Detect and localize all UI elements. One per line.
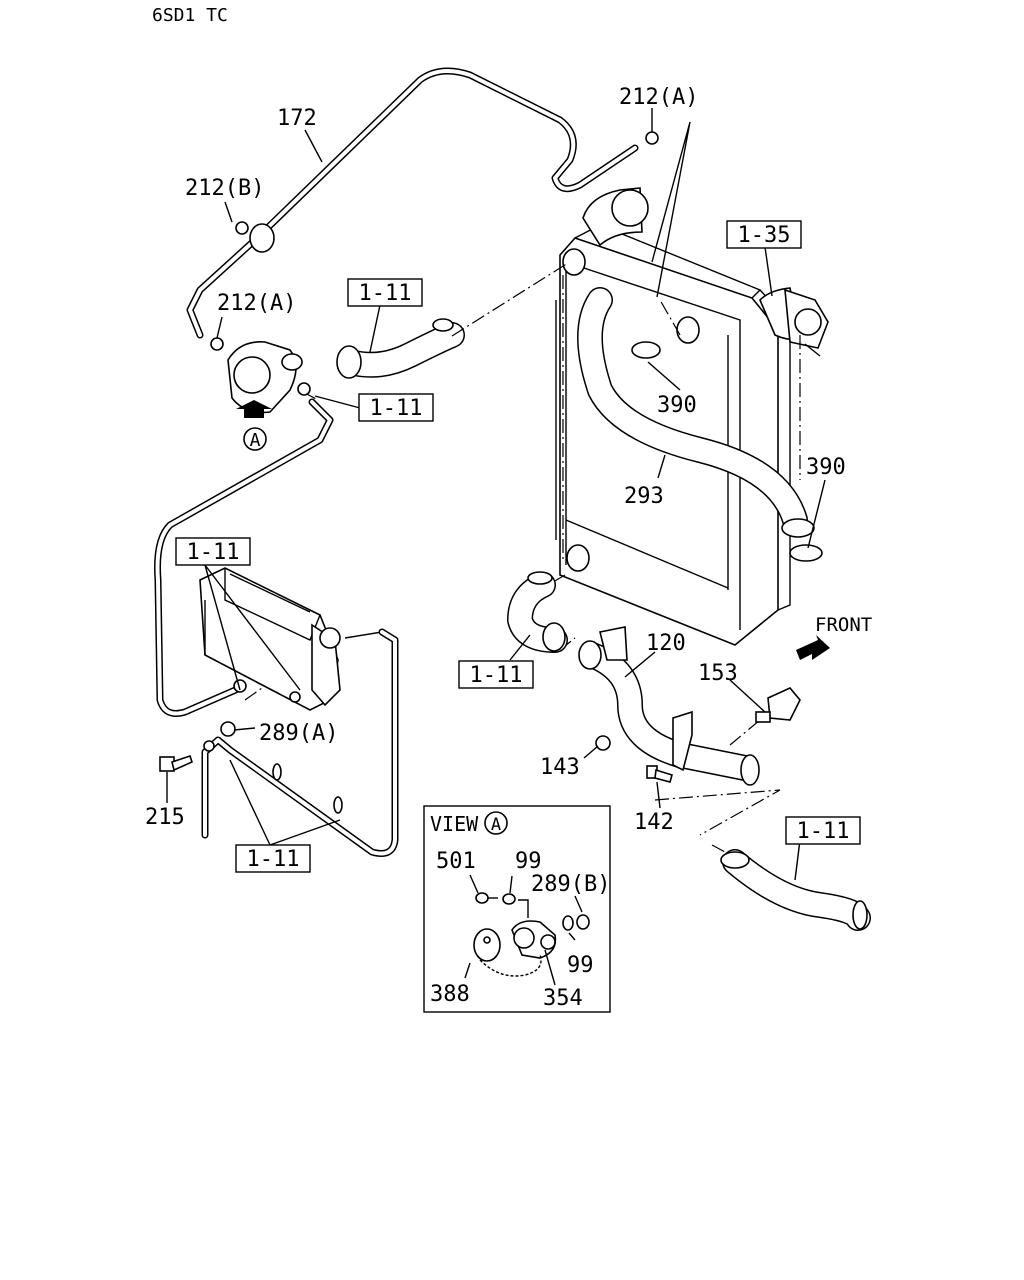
view-direction-arrow — [236, 400, 272, 418]
ref-box-1-35 — [726, 220, 802, 249]
callout-390-a: 390 — [657, 393, 697, 418]
callout-354: 354 — [543, 986, 583, 1011]
callout-1-11-f: 1-11 — [797, 819, 850, 844]
callout-212b: 212(B) — [185, 176, 264, 201]
ref-box-1-11-e — [235, 844, 311, 873]
callout-1-11-e: 1-11 — [247, 847, 300, 872]
bolt-142 — [646, 765, 673, 783]
callout-1-11-a: 1-11 — [359, 281, 412, 306]
cap-388-icon — [473, 928, 501, 962]
view-a-frame — [423, 805, 611, 1013]
nut-289a — [220, 721, 236, 737]
ref-box-1-11-f — [785, 816, 861, 845]
reserve-tank — [199, 567, 383, 711]
front-arrow-icon — [796, 635, 830, 660]
nut-289b-icon — [576, 914, 590, 930]
view-title: VIEW — [430, 812, 479, 836]
tube-172 — [186, 67, 659, 339]
callout-172: 172 — [277, 106, 317, 131]
callouts: 172 212(B) 212(A) 212(A) 1-35 1-11 1-11 … — [145, 85, 861, 873]
hose-293 — [577, 287, 823, 562]
bolt-215 — [159, 754, 193, 772]
callout-99-b: 99 — [567, 953, 594, 978]
bolt-501-icon — [475, 892, 489, 904]
callout-1-35: 1-35 — [738, 223, 791, 248]
ref-box-1-11-d — [458, 660, 534, 689]
callout-212a-top: 212(A) — [619, 85, 698, 110]
hose-bottom-right — [720, 849, 871, 931]
callout-501: 501 — [436, 849, 476, 874]
water-outlet-housing — [210, 337, 303, 414]
callout-143: 143 — [540, 755, 580, 780]
view-marker-letter: A — [250, 430, 261, 451]
callout-289b: 289(B) — [531, 872, 610, 897]
view-a-marker: A — [236, 400, 272, 451]
callout-1-11-d: 1-11 — [470, 663, 523, 688]
hose-upper — [336, 318, 465, 379]
callout-99-a: 99 — [515, 849, 542, 874]
callout-142: 142 — [634, 810, 674, 835]
view-title-letter: A — [491, 815, 501, 835]
callout-215: 215 — [145, 805, 185, 830]
hose-lower — [507, 571, 568, 653]
callout-120: 120 — [646, 631, 686, 656]
upper-outlet-flange — [582, 187, 829, 357]
callout-212a-mid: 212(A) — [217, 291, 296, 316]
leader-lines — [166, 108, 826, 881]
ref-box-1-11-c — [175, 537, 251, 566]
callout-388: 388 — [430, 982, 470, 1007]
front-label: FRONT — [815, 614, 872, 636]
callout-390-b: 390 — [806, 455, 846, 480]
front-indicator: FRONT — [796, 614, 872, 660]
washer-99-icon — [502, 893, 516, 905]
ref-box-1-11-a — [347, 278, 423, 307]
drain-cock-153 — [755, 687, 801, 723]
pipe-120 — [578, 626, 760, 786]
callout-289a: 289(A) — [259, 721, 338, 746]
callout-153: 153 — [698, 661, 738, 686]
callout-293: 293 — [624, 484, 664, 509]
callout-1-11-b: 1-11 — [370, 396, 423, 421]
washer-99-b-icon — [562, 915, 574, 931]
nut-143 — [595, 735, 611, 751]
view-a-inset: VIEW A 501 99 289(B) 99 388 354 — [423, 805, 611, 1013]
ref-box-1-11-b — [358, 393, 434, 422]
tube-left-loop — [154, 382, 334, 717]
callout-1-11-c: 1-11 — [187, 540, 240, 565]
overflow-tube — [201, 628, 399, 857]
engine-code-label: 6SD1 TC — [152, 5, 228, 26]
